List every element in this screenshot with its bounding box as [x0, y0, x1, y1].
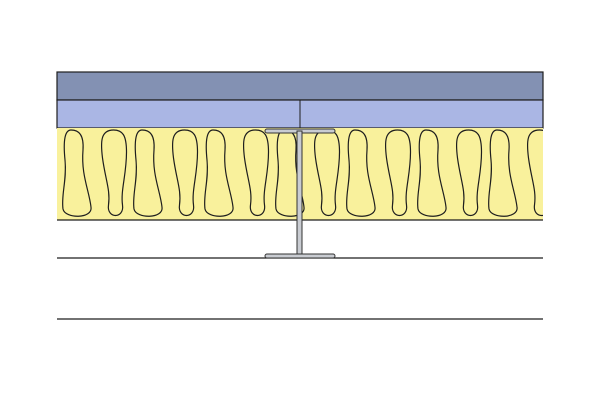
insulation-fibre-loop — [487, 129, 518, 217]
insulation-fibre-loop — [100, 129, 128, 217]
insulation-fibre-loop — [526, 129, 543, 217]
stud-web — [296, 130, 303, 258]
insulation-fibre-loop — [242, 129, 270, 217]
insulation-fibre-loop — [171, 129, 199, 217]
insulation-fibres — [61, 129, 543, 217]
steel-i-stud — [264, 128, 336, 259]
insulation-fibre-loop — [132, 129, 163, 217]
insulation-fibre-loop — [384, 129, 412, 217]
insulation-fibre-loop — [313, 129, 341, 217]
insulation-fibre-loop — [203, 129, 234, 217]
insulation-fibre-loop — [345, 129, 376, 217]
insulation-fibre-loop — [61, 129, 92, 217]
insulation-fibre-loop — [274, 129, 305, 217]
insulation-fibre-loop — [455, 129, 483, 217]
insulation-fibre-loop — [416, 129, 447, 217]
stud-bottom-flange — [264, 253, 336, 259]
top-board-layer — [56, 71, 544, 101]
